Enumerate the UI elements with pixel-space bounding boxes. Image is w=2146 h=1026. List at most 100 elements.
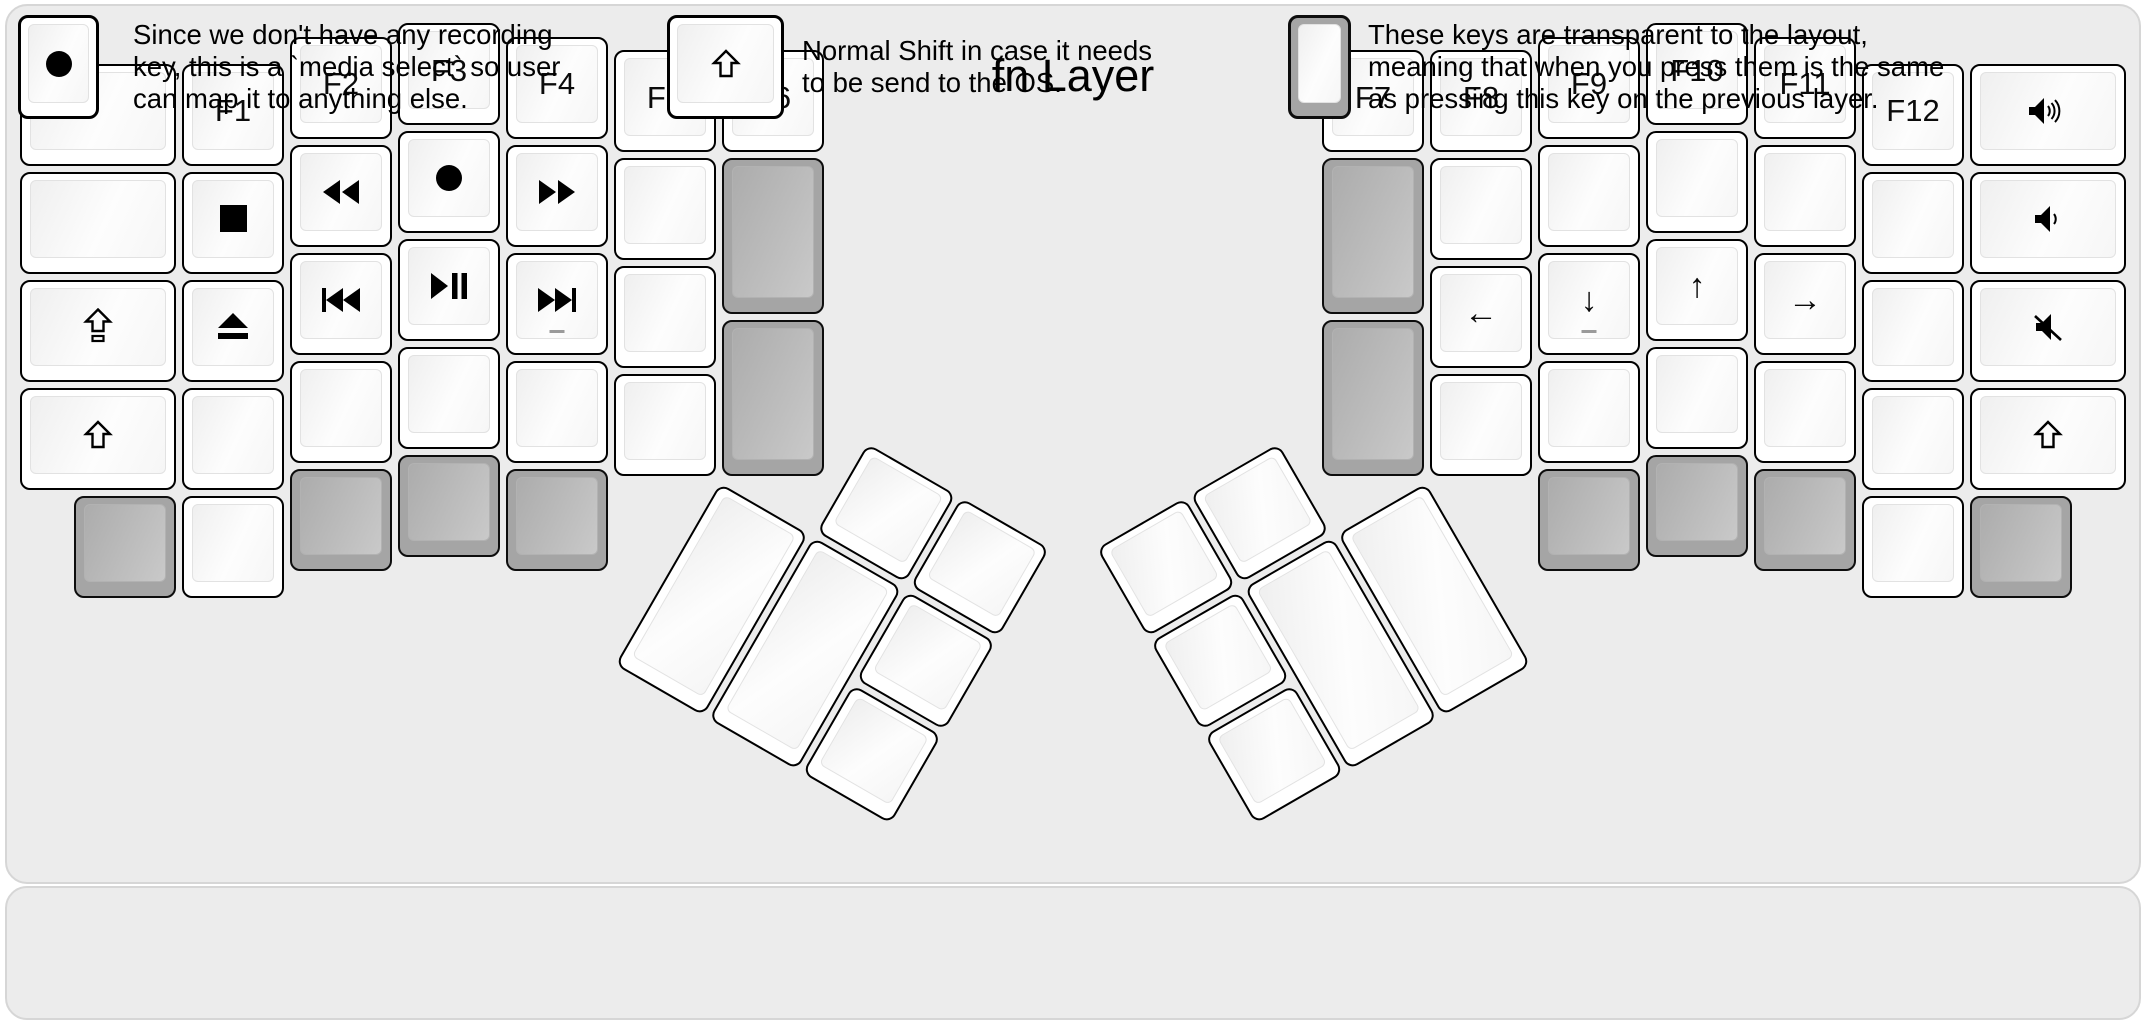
key-arrow-left[interactable]: ← (1430, 266, 1532, 368)
voldown-icon (2031, 204, 2065, 234)
key-blank-r-bottom4[interactable] (1862, 495, 1964, 598)
key-blank-l-c4[interactable] (290, 360, 392, 463)
key-blank-l-f4[interactable] (614, 374, 716, 476)
key-transparent-l-g2[interactable] (722, 158, 824, 314)
key-blank-l-e4[interactable] (506, 360, 608, 463)
rewind-icon (323, 179, 359, 204)
key-mute[interactable] (1970, 279, 2126, 382)
key-blank-r-b2[interactable] (1430, 158, 1532, 260)
key-label: ↑ (1688, 267, 1706, 305)
key-blank-l-a2[interactable] (20, 171, 176, 274)
legend-item-transparent: These keys are transparent to the layout… (1288, 0, 1944, 134)
key-record[interactable] (398, 131, 500, 233)
key-play-pause[interactable] (398, 239, 500, 341)
key-transparent-r-bottom3[interactable] (1754, 468, 1856, 571)
shift-icon (710, 48, 742, 80)
key-rewind[interactable] (290, 144, 392, 247)
homing-mark (1581, 330, 1597, 333)
key-label: F9 (1570, 66, 1608, 101)
key-blank-l-d4[interactable] (398, 347, 500, 449)
key-f12[interactable]: F12 (1862, 63, 1964, 166)
key-blank-r-d2[interactable] (1646, 131, 1748, 233)
key-blank-r-c4[interactable] (1538, 360, 1640, 463)
eject-icon (218, 313, 248, 340)
key-f9[interactable]: F9 (1538, 36, 1640, 139)
key-label: ↓ (1580, 280, 1598, 319)
legend-key-transparent (1288, 15, 1351, 119)
legend-panel (5, 886, 2141, 1020)
key-shift-left[interactable] (20, 387, 176, 490)
key-label: F11 (1779, 66, 1831, 101)
key-shift-right[interactable] (1970, 387, 2126, 490)
key-eject[interactable] (182, 279, 284, 382)
legend-text-transparent: These keys are transparent to the layout… (1368, 19, 1945, 114)
key-caps-lock[interactable] (20, 279, 176, 382)
legend-text-normal-shift: Normal Shift in case it needs to be send… (802, 35, 1153, 98)
key-transparent-l-bottom1[interactable] (74, 495, 176, 598)
key-label: → (1788, 280, 1822, 319)
key-transparent-r-bottom1[interactable] (1538, 468, 1640, 571)
shift-icon (2032, 419, 2064, 451)
key-transparent-r-bottom5[interactable] (1970, 495, 2072, 598)
record-icon (45, 50, 73, 78)
key-blank-l-f3[interactable] (614, 266, 716, 368)
key-transparent-r-bottom2[interactable] (1646, 455, 1748, 557)
key-f10[interactable]: F10 (1646, 23, 1748, 125)
key-f4[interactable]: F4 (506, 36, 608, 139)
key-blank-r-c2[interactable] (1538, 144, 1640, 247)
key-f11[interactable]: F11 (1754, 36, 1856, 139)
key-blank-r-e4[interactable] (1754, 360, 1856, 463)
key-label: F12 (1886, 93, 1940, 128)
legend-item-media-select: Since we don't have any recording key, t… (18, 0, 560, 134)
key-f3[interactable]: F3 (398, 23, 500, 125)
key-prev-track[interactable] (290, 252, 392, 355)
stop-icon (219, 205, 247, 232)
key-blank-r-d4[interactable] (1646, 347, 1748, 449)
record-icon (435, 164, 463, 192)
key-transparent-l-bottom4[interactable] (398, 455, 500, 557)
key-blank-l-b4[interactable] (182, 387, 284, 490)
prev-icon (322, 287, 360, 312)
key-volume-down[interactable] (1970, 171, 2126, 274)
next-icon (538, 287, 576, 312)
key-blank-r-b4[interactable] (1430, 374, 1532, 476)
key-label: F3 (430, 52, 468, 88)
homing-mark (549, 330, 565, 333)
key-transparent-r-a2[interactable] (1322, 158, 1424, 314)
key-blank-r-f4[interactable] (1862, 387, 1964, 490)
key-transparent-l-bottom3[interactable] (290, 468, 392, 571)
key-f8[interactable]: F8 (1430, 50, 1532, 152)
ffwd-icon (539, 179, 575, 204)
key-label: F1 (214, 93, 252, 128)
key-blank-r-f2[interactable] (1862, 171, 1964, 274)
key-fast-forward[interactable] (506, 144, 608, 247)
key-blank-r-e2[interactable] (1754, 144, 1856, 247)
legend-key-shift (667, 15, 784, 119)
key-f1[interactable]: F1 (182, 63, 284, 166)
capslock-icon (82, 308, 114, 345)
key-label: F4 (538, 66, 576, 101)
key-transparent-l-g3[interactable] (722, 320, 824, 476)
key-f2[interactable]: F2 (290, 36, 392, 139)
key-volume-up[interactable] (1970, 63, 2126, 166)
key-label: F10 (1670, 52, 1724, 88)
legend-text-media-select: Since we don't have any recording key, t… (133, 19, 561, 114)
key-transparent-l-bottom5[interactable] (506, 468, 608, 571)
key-blank-r-f3[interactable] (1862, 279, 1964, 382)
key-label: F2 (322, 66, 360, 101)
key-next-track[interactable] (506, 252, 608, 355)
key-label: F7 (1354, 79, 1392, 115)
key-blank-l-bottom2[interactable] (182, 495, 284, 598)
key-arrow-down[interactable]: ↓ (1538, 252, 1640, 355)
key-blank-l-f2[interactable] (614, 158, 716, 260)
shift-icon (82, 419, 114, 451)
key-arrow-up[interactable]: ↑ (1646, 239, 1748, 341)
key-label: F8 (1462, 79, 1500, 115)
playpause-icon (431, 273, 467, 299)
key-arrow-right[interactable]: → (1754, 252, 1856, 355)
legend-item-normal-shift: Normal Shift in case it needs to be send… (667, 0, 1152, 134)
key-transparent-r-a3[interactable] (1322, 320, 1424, 476)
volup-icon (2027, 96, 2069, 126)
key-stop[interactable] (182, 171, 284, 274)
